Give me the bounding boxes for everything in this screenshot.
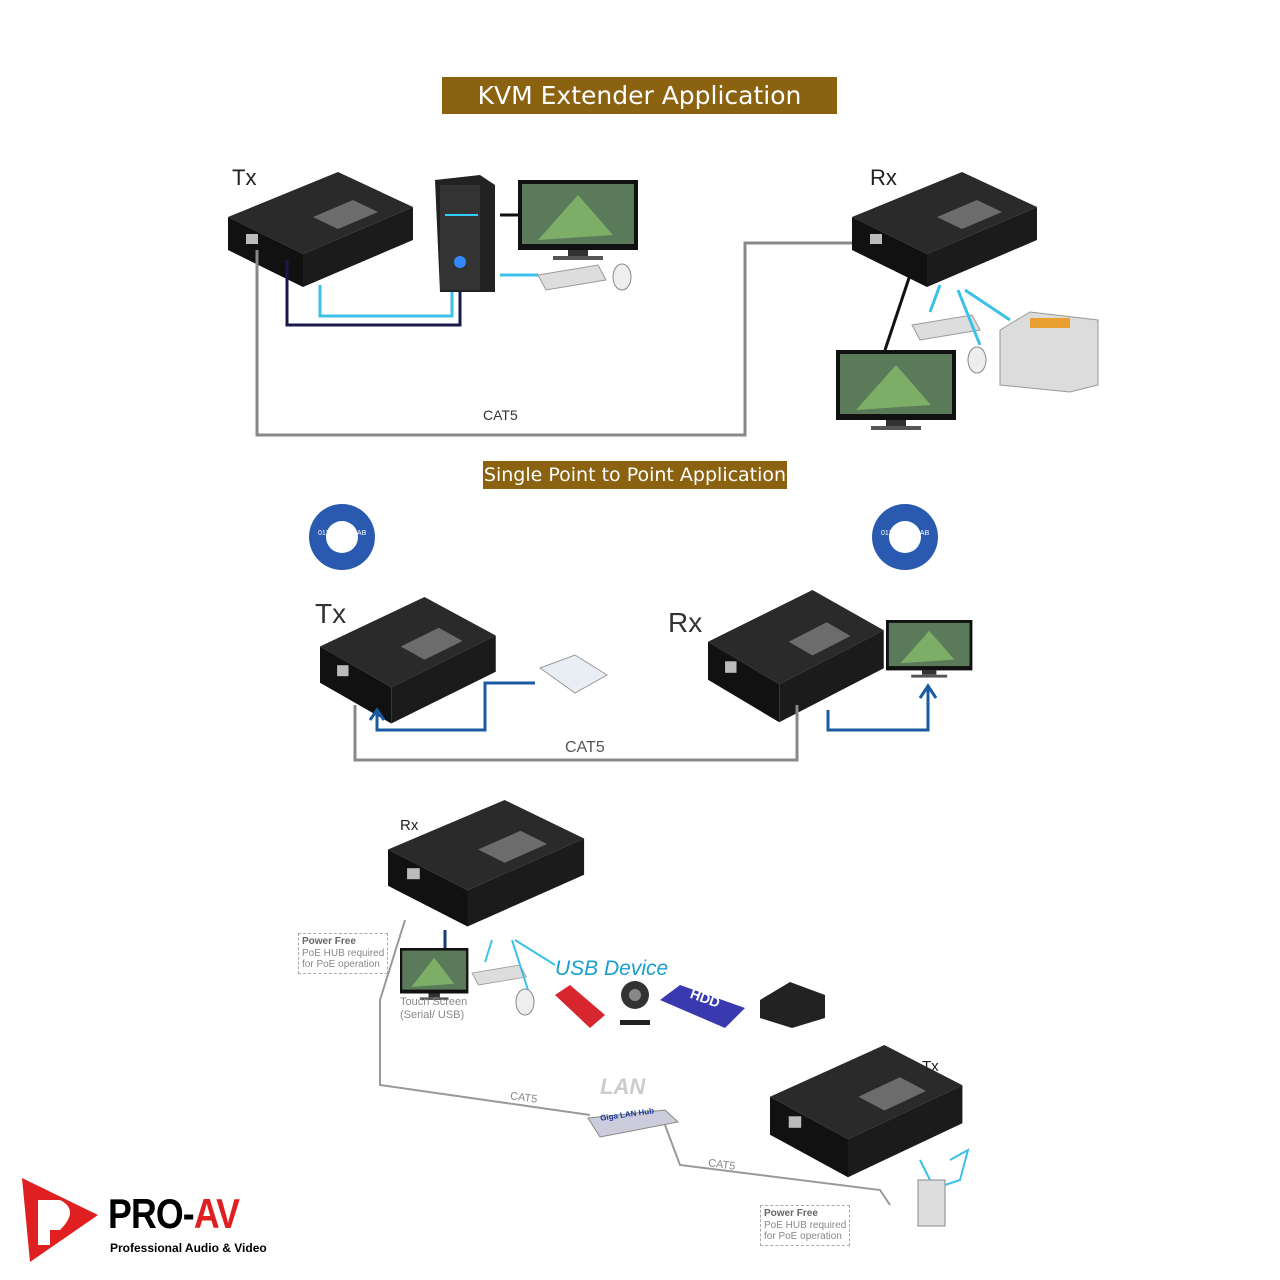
- poe-tx-label: Tx: [922, 1058, 939, 1075]
- note-line2: for PoE operation: [764, 1231, 842, 1242]
- kvm-rx-mouse: [967, 346, 987, 374]
- p2p-cat5-cable: [353, 705, 799, 762]
- hdd: [660, 985, 745, 1028]
- touch-screen-sub: (Serial/ USB): [400, 1009, 465, 1021]
- touch-screen-monitor: [400, 948, 469, 1000]
- lan-label: LAN: [600, 1074, 646, 1099]
- kvm-tx-label: Tx: [232, 165, 257, 190]
- kvm-tx-monitor: [518, 180, 638, 260]
- dial-tx: [309, 504, 375, 570]
- p2p-tx-device: [320, 597, 496, 724]
- dial-rx: [872, 504, 938, 570]
- logo-tagline: Professional Audio & Video: [110, 1241, 267, 1255]
- kvm-rx-printer: [999, 311, 1099, 393]
- usb-stick: [555, 985, 605, 1028]
- note-title: Power Free: [302, 936, 356, 947]
- note-line1: PoE HUB required: [764, 1219, 847, 1231]
- note-title: Power Free: [764, 1208, 818, 1219]
- p2p-rx-device: [708, 590, 884, 723]
- usb-device-label: USB Device: [555, 957, 669, 980]
- poe-keyboard: [471, 964, 527, 986]
- kvm-rx-label: Rx: [870, 165, 897, 190]
- touch-screen-label: Touch Screen (Serial/ USB): [400, 996, 467, 1022]
- note-line1: PoE HUB required: [302, 947, 385, 959]
- kvm-tx-keyboard: [537, 264, 607, 291]
- kvm-tx-mouse: [612, 263, 632, 291]
- kvm-pc-tower: [435, 175, 495, 292]
- p2p-rx-label: Rx: [668, 607, 703, 638]
- kvm-rx-monitor: [836, 350, 956, 430]
- poe-pc: [917, 1179, 946, 1227]
- logo-brand-b: AV: [193, 1190, 240, 1237]
- dial-rx-text: 0123456789ABCDEF: [881, 530, 929, 537]
- pro-av-logo-text: PRO-AV: [108, 1190, 240, 1237]
- p2p-cat5-label: CAT5: [565, 739, 605, 756]
- pro-av-logo-mark: [22, 1178, 98, 1262]
- p2p-usb-device: [538, 654, 608, 694]
- lan-hub: [587, 1109, 680, 1138]
- poe-note-rx: Power Free PoE HUB required for PoE oper…: [298, 933, 389, 974]
- poe-mouse: [515, 988, 535, 1016]
- note-line2: for PoE operation: [302, 959, 380, 970]
- p2p-title-banner: Single Point to Point Application: [483, 461, 787, 489]
- poe-note-tx: Power Free PoE HUB required for PoE oper…: [760, 1205, 851, 1246]
- kvm-title-banner: KVM Extender Application: [442, 77, 837, 114]
- webcam: [620, 981, 650, 1025]
- poe-printer: [760, 982, 825, 1028]
- p2p-tx-label: Tx: [315, 598, 347, 629]
- touch-screen-title: Touch Screen: [400, 996, 468, 1008]
- kvm-cat5-label: CAT5: [483, 407, 518, 423]
- p2p-rx-monitor: [886, 620, 973, 678]
- kvm-cat5-cable: [255, 241, 852, 437]
- dial-tx-text: 0123456789ABCDEF: [318, 530, 366, 537]
- poe-rx-label: Rx: [400, 817, 419, 834]
- logo-brand-a: PRO-: [108, 1190, 195, 1237]
